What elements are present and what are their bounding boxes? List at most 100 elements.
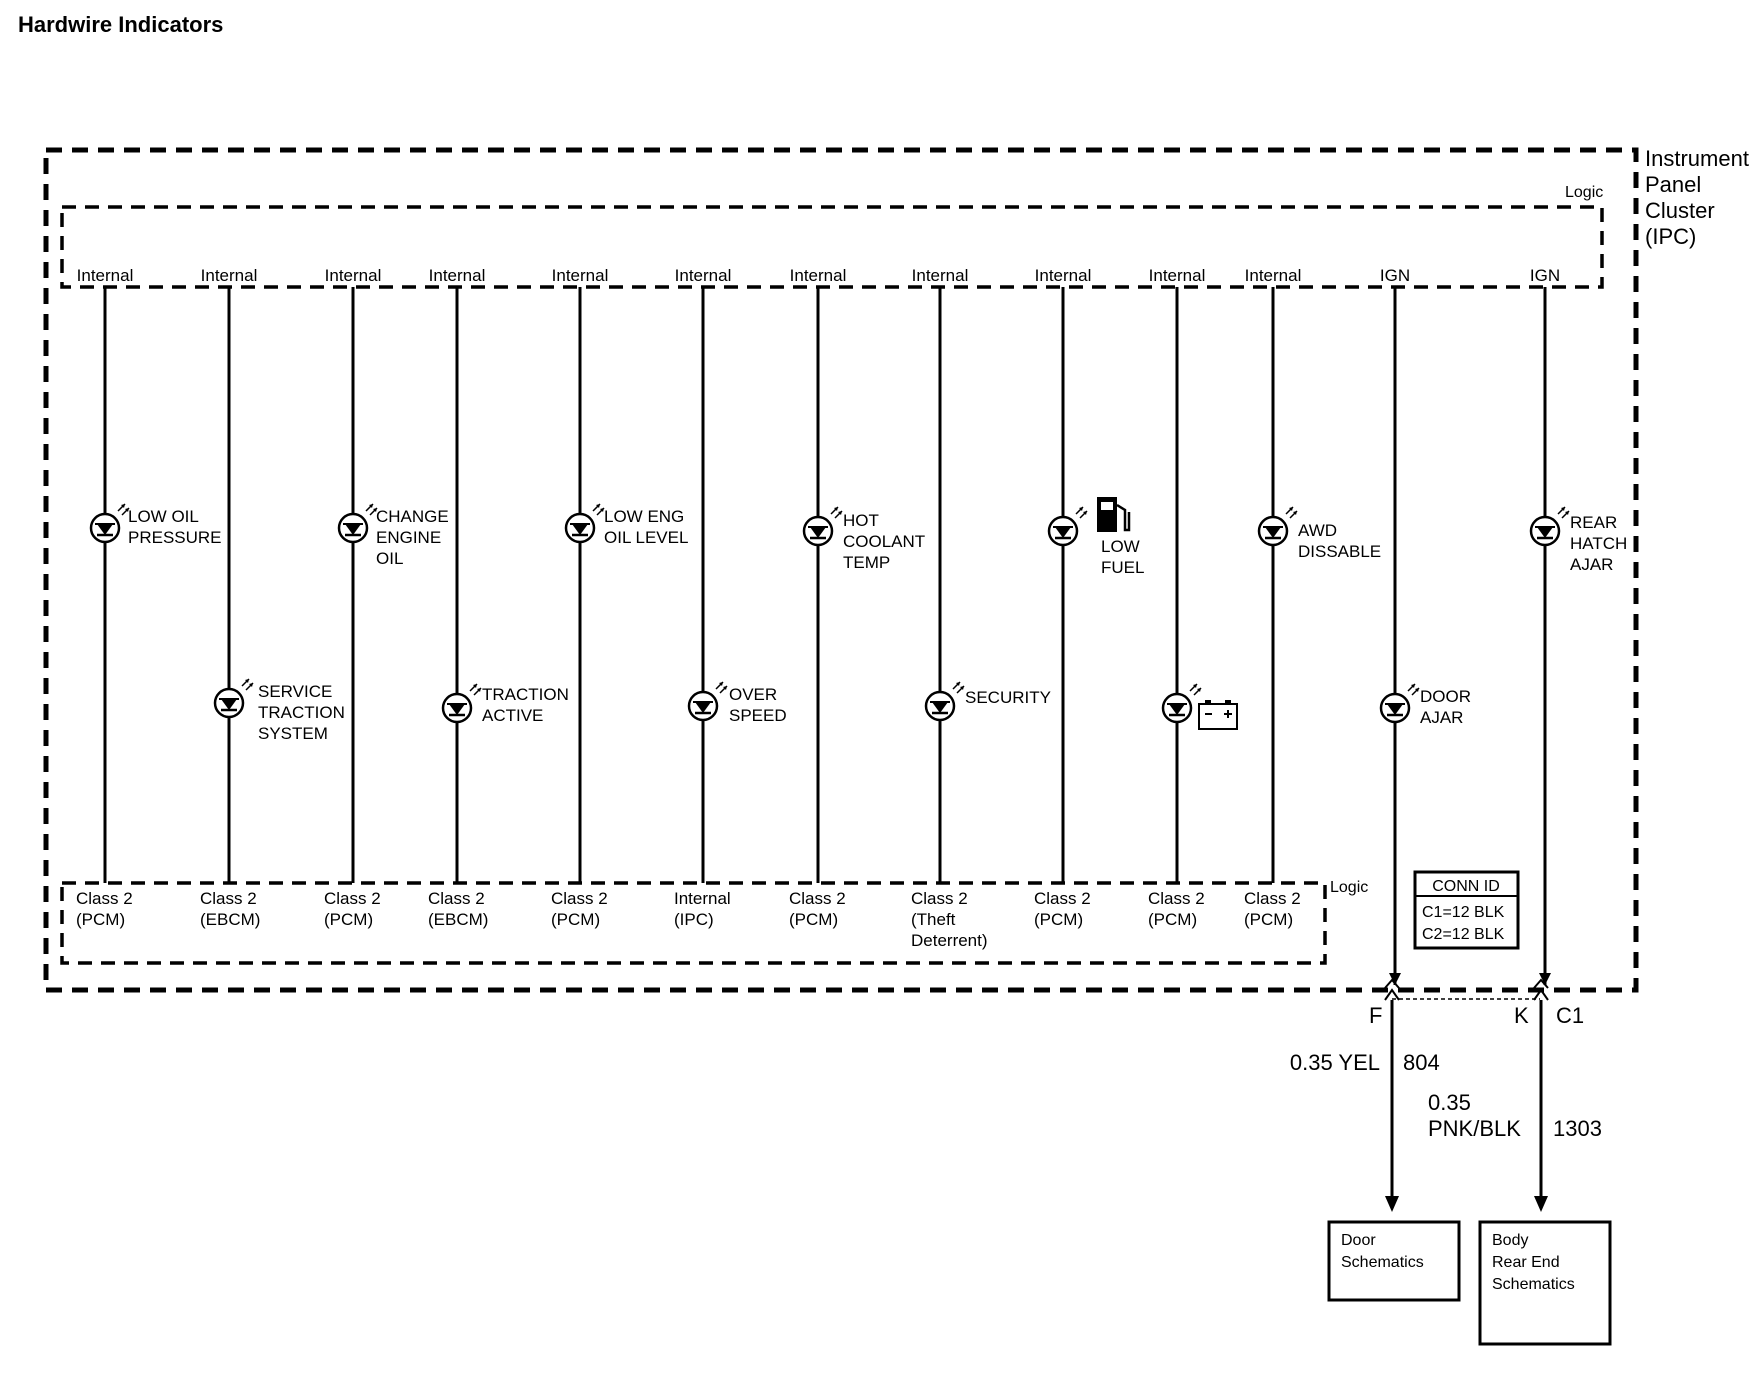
indicator-lamp-icon [1257,505,1299,547]
conn-id-title: CONN ID [1432,878,1500,895]
indicator-label: SPEED [729,706,787,725]
bottom-label: Class 2 [1148,889,1205,908]
bottom-label: Class 2 [200,889,257,908]
indicator-label: TRACTION [482,685,569,704]
top-label: Internal [201,266,258,285]
top-label: Internal [1149,266,1206,285]
conn-id-box: CONN ID C1=12 BLK C2=12 BLK [1413,870,1520,950]
indicator-label: ENGINE [376,528,441,547]
indicator-label: AWD [1298,521,1337,540]
indicator-lamp-icon [564,502,606,544]
bottom-label: (PCM) [76,910,125,929]
bottom-label: (PCM) [324,910,373,929]
ipc-label: Instrument Panel Cluster (IPC) [1645,146,1749,249]
bottom-label: Deterrent) [911,931,988,950]
wire-804-color: 0.35 YEL [1290,1050,1380,1075]
indicator-label: LOW ENG [604,507,684,526]
indicator-label: PRESSURE [128,528,222,547]
destination-line: Door [1341,1232,1376,1249]
bottom-label: (EBCM) [200,910,260,929]
output-wires: 0.35 YEL 804 0.35 PNK/BLK 1303 [1290,1000,1602,1212]
bottom-label: (PCM) [1148,910,1197,929]
bottom-label: Class 2 [1244,889,1301,908]
indicator-label: LOW [1101,537,1140,556]
logic-label-bottom: Logic [1330,879,1368,896]
top-label: Internal [912,266,969,285]
indicator-label: HOT [843,511,879,530]
bottom-label: (IPC) [674,910,714,929]
indicator-label: DISSABLE [1298,542,1381,561]
pin-f-label: F [1369,1003,1382,1028]
wire-arrow [1389,973,1401,985]
ipc-label-line: Cluster [1645,198,1715,223]
logic-box-bottom [60,881,1327,965]
top-label: Internal [325,266,382,285]
fuel-pump-icon [1097,497,1131,532]
door-schematics-box[interactable]: Door Schematics [1327,1220,1461,1302]
ipc-label-line: Panel [1645,172,1701,197]
bottom-label: Class 2 [428,889,485,908]
indicator-lamp-icon [924,680,966,722]
indicator-lamp-icon [802,505,844,547]
indicator-label: TEMP [843,553,890,572]
logic-box-top [60,205,1604,289]
top-label: Internal [77,266,134,285]
indicator-label: SECURITY [965,688,1051,707]
logic-label-top: Logic [1565,184,1603,201]
pin-k-label: K [1514,1003,1529,1028]
destination-line: Schematics [1341,1254,1424,1271]
indicator-label: ACTIVE [482,706,543,725]
indicator-lamp-icon [337,502,379,544]
bottom-label: (PCM) [551,910,600,929]
wire-1303-size: 0.35 [1428,1090,1471,1115]
wire-804-circuit: 804 [1403,1050,1440,1075]
indicator-lamp-icon [687,680,729,722]
indicator-label: SYSTEM [258,724,328,743]
ipc-label-line: Instrument [1645,146,1749,171]
bottom-label: Class 2 [1034,889,1091,908]
indicator-label: DOOR [1420,687,1471,706]
indicator-label: OIL [376,549,403,568]
top-label: Internal [1035,266,1092,285]
body-rear-end-schematics-box[interactable]: Body Rear End Schematics [1478,1220,1612,1346]
ipc-label-line: (IPC) [1645,224,1696,249]
ipc-boundary [43,147,1639,993]
bottom-label: Class 2 [551,889,608,908]
top-label: IGN [1530,266,1560,285]
top-label: Internal [1245,266,1302,285]
bottom-label: (PCM) [1244,910,1293,929]
indicator-lamp-icon [441,682,483,724]
indicator-label: TRACTION [258,703,345,722]
indicator-label: AJAR [1570,555,1613,574]
destination-line: Rear End [1492,1254,1560,1271]
destination-line: Body [1492,1232,1528,1249]
connector-c1: F K C1 [1369,978,1584,1028]
indicator-lamp-icon [1047,505,1089,547]
indicator-lamp-icon [1161,682,1203,724]
diagram-title: Hardwire Indicators [18,12,223,37]
indicator-label: LOW OIL [128,507,199,526]
bottom-label: Class 2 [324,889,381,908]
bottom-label: Internal [674,889,731,908]
indicator-label: OVER [729,685,777,704]
wire-1303-color: PNK/BLK [1428,1116,1521,1141]
wire-1303-circuit: 1303 [1553,1116,1602,1141]
wire-arrow [1539,973,1551,985]
indicator-label: AJAR [1420,708,1463,727]
indicator-label: HATCH [1570,534,1627,553]
top-label: Internal [675,266,732,285]
indicator-lamp-icon [1529,505,1571,547]
bottom-label: (PCM) [789,910,838,929]
